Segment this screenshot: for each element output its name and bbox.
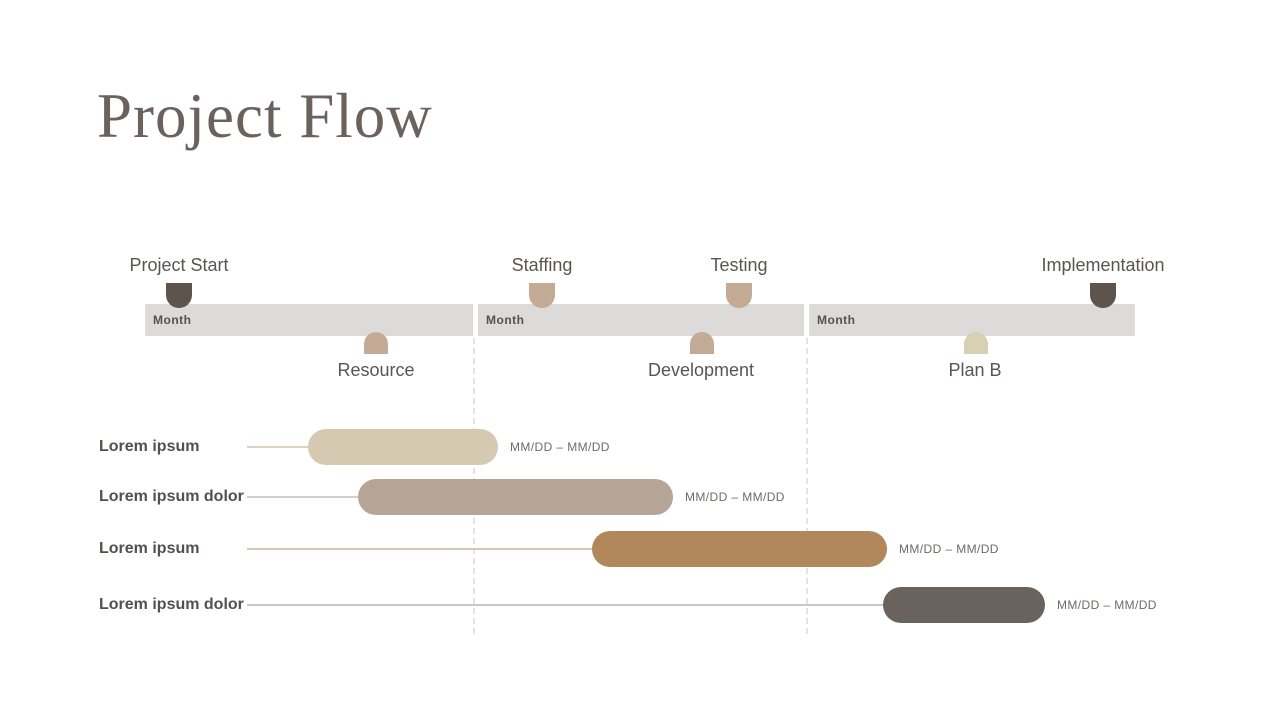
gantt-connector-line <box>247 548 592 550</box>
gantt-bar <box>883 587 1045 623</box>
milestone-label-testing: Testing <box>710 255 768 275</box>
gantt-date-range: MM/DD – MM/DD <box>510 440 610 454</box>
milestone-label-resource: Resource <box>337 360 415 380</box>
milestone-marker-resource <box>364 332 388 354</box>
gantt-connector-line <box>247 604 883 606</box>
month-divider-dashed-line-2 <box>806 338 808 634</box>
milestone-label-staffing: Staffing <box>511 255 573 275</box>
milestone-label-plan-b: Plan B <box>948 360 1002 380</box>
gantt-row-label: Lorem ipsum <box>99 438 200 455</box>
page-title: Project Flow <box>97 81 433 151</box>
gantt-row-label: Lorem ipsum <box>99 540 200 557</box>
month-segment-label: Month <box>486 313 525 327</box>
gantt-row: Lorem ipsum dolor MM/DD – MM/DD <box>0 479 1280 515</box>
milestone-marker-testing <box>726 283 752 308</box>
timeline-month-segment-1: Month <box>145 304 473 336</box>
month-segment-label: Month <box>153 313 192 327</box>
milestone-label-project-start: Project Start <box>129 255 229 275</box>
gantt-row: Lorem ipsum MM/DD – MM/DD <box>0 429 1280 465</box>
gantt-row: Lorem ipsum dolor MM/DD – MM/DD <box>0 587 1280 623</box>
milestone-marker-development <box>690 332 714 354</box>
gantt-date-range: MM/DD – MM/DD <box>1057 598 1157 612</box>
gantt-bar <box>358 479 673 515</box>
gantt-bar <box>592 531 887 567</box>
gantt-row-label: Lorem ipsum dolor <box>99 596 244 613</box>
milestone-marker-staffing <box>529 283 555 308</box>
gantt-connector-line <box>247 496 358 498</box>
gantt-row: Lorem ipsum MM/DD – MM/DD <box>0 531 1280 567</box>
gantt-bar <box>308 429 498 465</box>
milestone-marker-implementation <box>1090 283 1116 308</box>
gantt-connector-line <box>247 446 308 448</box>
milestone-marker-plan-b <box>964 332 988 354</box>
milestone-label-development: Development <box>647 360 755 380</box>
milestone-label-implementation: Implementation <box>1041 255 1165 275</box>
gantt-date-range: MM/DD – MM/DD <box>685 490 785 504</box>
timeline-month-segment-3: Month <box>809 304 1135 336</box>
gantt-row-label: Lorem ipsum dolor <box>99 488 244 505</box>
gantt-date-range: MM/DD – MM/DD <box>899 542 999 556</box>
month-segment-label: Month <box>817 313 856 327</box>
timeline-month-segment-2: Month <box>478 304 804 336</box>
milestone-marker-project-start <box>166 283 192 308</box>
